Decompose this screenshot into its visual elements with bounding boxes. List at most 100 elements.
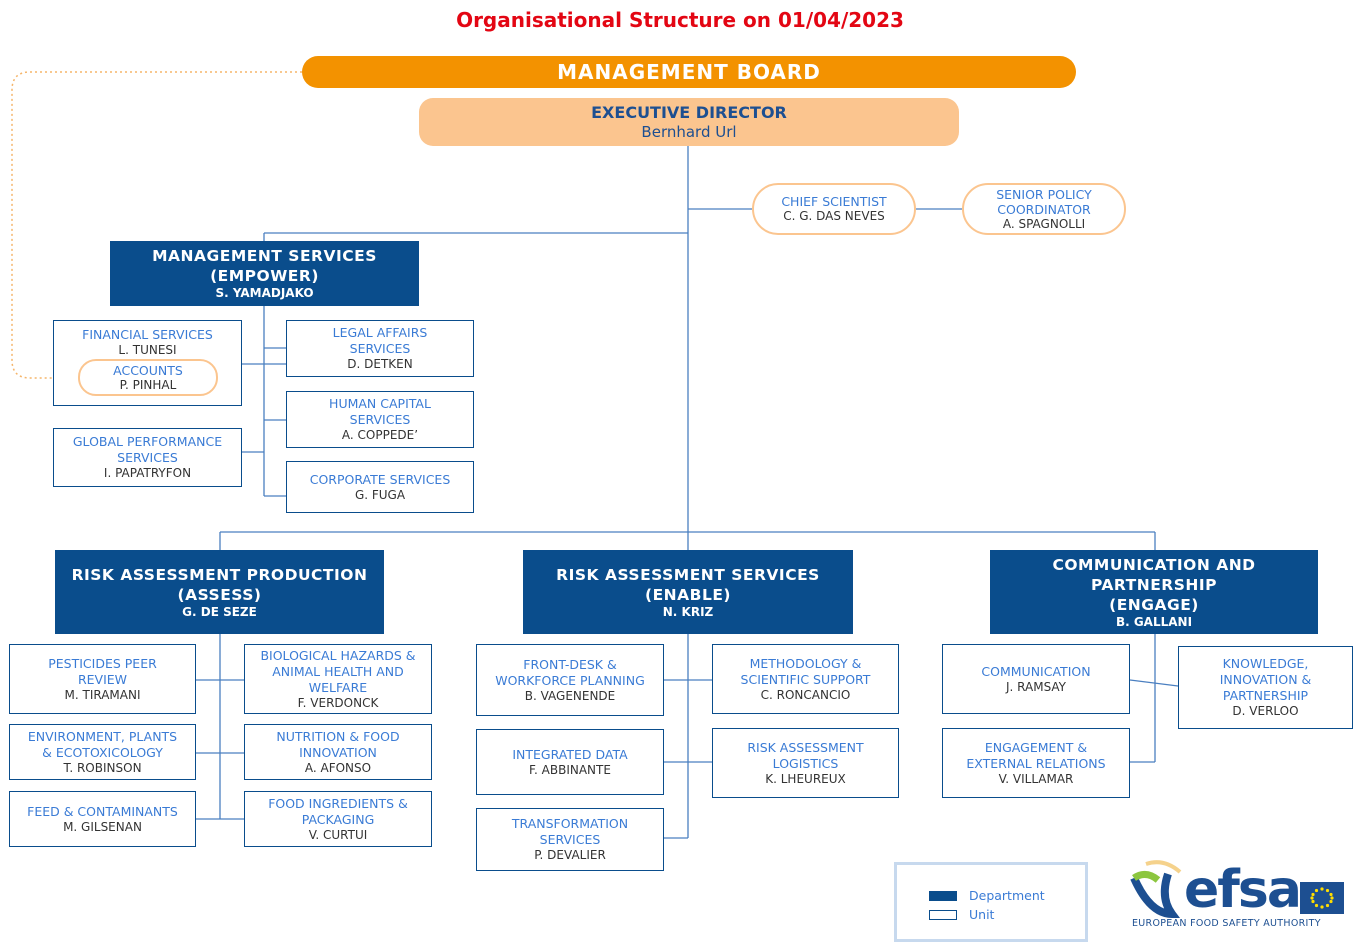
legend-department-label: Department <box>969 888 1045 903</box>
unit-title-1: ENGAGEMENT & <box>984 739 1088 755</box>
unit-title-1: RISK ASSESSMENT <box>747 739 864 755</box>
unit-title-2: SCIENTIFIC SUPPORT <box>740 671 871 687</box>
unit-head: P. DEVALIER <box>534 848 606 862</box>
unit-pesticides: PESTICIDES PEER REVIEW M. TIRAMANI <box>9 644 196 714</box>
department-title-2: (ASSESS) <box>177 585 262 604</box>
department-title-1: RISK ASSESSMENT PRODUCTION <box>71 565 368 584</box>
unit-head: F. ABBINANTE <box>529 762 611 777</box>
logo-wordmark: efsa <box>1184 860 1302 920</box>
executive-director-name: Bernhard Url <box>641 123 737 141</box>
department-title-1: MANAGEMENT SERVICES <box>152 247 377 265</box>
unit-ra-logistics: RISK ASSESSMENT LOGISTICS K. LHEUREUX <box>712 728 899 798</box>
unit-title-1: LEGAL AFFAIRS <box>332 325 428 340</box>
department-title-2: (EMPOWER) <box>210 267 319 285</box>
senior-policy-box: SENIOR POLICY COORDINATOR A. SPAGNOLLI <box>962 183 1126 235</box>
logo-mark-icon <box>1130 860 1182 919</box>
department-assess: RISK ASSESSMENT PRODUCTION (ASSESS) G. D… <box>55 550 384 634</box>
department-head: B. GALLANI <box>1115 614 1193 629</box>
unit-title-1: METHODOLOGY & <box>749 655 862 671</box>
page-title: Organisational Structure on 01/04/2023 <box>456 8 904 32</box>
unit-accounts: ACCOUNTS P. PINHAL <box>78 359 218 396</box>
unit-title-2: ANIMAL HEALTH AND <box>272 663 404 679</box>
unit-head: I. PAPATRYFON <box>103 466 192 480</box>
unit-title-2: PACKAGING <box>301 811 375 827</box>
department-title-3: (ENGAGE) <box>1109 595 1199 614</box>
unit-title-1: FRONT-DESK & <box>523 656 617 672</box>
senior-policy-name: A. SPAGNOLLI <box>1002 216 1086 231</box>
department-head: G. DE SEZE <box>182 604 257 619</box>
legend: Department Unit <box>894 862 1088 942</box>
unit-title-1: ENVIRONMENT, PLANTS <box>27 728 178 744</box>
eu-flag-icon <box>1300 882 1344 914</box>
efsa-logo: efsa EUROPEAN FOOD SAFETY AUTHORITY <box>1128 858 1350 937</box>
department-title-2: (ENABLE) <box>644 585 731 604</box>
unit-head: J. RAMSAY <box>1005 679 1067 694</box>
unit-nutrition: NUTRITION & FOOD INNOVATION A. AFONSO <box>244 724 432 780</box>
unit-head: P. PINHAL <box>119 377 177 392</box>
senior-policy-title-2: COORDINATOR <box>997 201 1091 217</box>
unit-legal-affairs: LEGAL AFFAIRS SERVICES D. DETKEN <box>286 320 474 377</box>
legend-unit-swatch <box>929 910 957 920</box>
executive-director-title: EXECUTIVE DIRECTOR <box>591 103 787 122</box>
department-title-2: PARTNERSHIP <box>1090 575 1217 594</box>
unit-feed: FEED & CONTAMINANTS M. GILSENAN <box>9 791 196 847</box>
unit-title-3: PARTNERSHIP <box>1222 688 1309 703</box>
department-engage: COMMUNICATION AND PARTNERSHIP (ENGAGE) B… <box>990 550 1318 634</box>
department-management-services: MANAGEMENT SERVICES (EMPOWER) S. YAMADJA… <box>110 241 419 306</box>
unit-head: B. VAGENENDE <box>524 688 616 703</box>
unit-title-1: KNOWLEDGE, <box>1222 656 1309 671</box>
unit-head: M. GILSENAN <box>63 819 142 834</box>
unit-title-1: HUMAN CAPITAL <box>329 396 431 411</box>
unit-head: A. COPPEDE’ <box>341 428 419 442</box>
unit-head: V. VILLAMAR <box>998 771 1074 786</box>
unit-head: C. RONCANCIO <box>760 687 851 702</box>
unit-title-2: SERVICES <box>349 341 411 356</box>
unit-head: A. AFONSO <box>304 760 372 775</box>
unit-human-capital: HUMAN CAPITAL SERVICES A. COPPEDE’ <box>286 391 474 448</box>
unit-title-2: SERVICES <box>349 412 411 427</box>
unit-transformation: TRANSFORMATION SERVICES P. DEVALIER <box>476 808 664 871</box>
unit-title-3: WELFARE <box>308 679 368 695</box>
unit-head: T. ROBINSON <box>63 760 142 775</box>
unit-title-1: FOOD INGREDIENTS & <box>268 795 408 811</box>
unit-title: INTEGRATED DATA <box>512 746 628 762</box>
chief-scientist-box: CHIEF SCIENTIST C. G. DAS NEVES <box>752 183 916 235</box>
unit-head: D. VERLOO <box>1232 704 1299 718</box>
unit-knowledge: KNOWLEDGE, INNOVATION & PARTNERSHIP D. V… <box>1178 646 1353 729</box>
unit-title: FEED & CONTAMINANTS <box>27 803 178 819</box>
unit-head: V. CURTUI <box>308 827 368 842</box>
department-title-1: RISK ASSESSMENT SERVICES <box>556 565 820 584</box>
unit-environment: ENVIRONMENT, PLANTS & ECOTOXICOLOGY T. R… <box>9 724 196 780</box>
unit-head: F. VERDONCK <box>297 695 379 710</box>
unit-communication: COMMUNICATION J. RAMSAY <box>942 644 1130 714</box>
senior-policy-title-1: SENIOR POLICY <box>996 186 1092 202</box>
unit-head: G. FUGA <box>354 487 406 502</box>
unit-title-2: & ECOTOXICOLOGY <box>42 744 163 760</box>
unit-title: COMMUNICATION <box>981 663 1091 679</box>
unit-head: K. LHEUREUX <box>765 771 846 786</box>
unit-title-1: NUTRITION & FOOD <box>276 728 400 744</box>
unit-title-1: PESTICIDES PEER <box>48 655 157 671</box>
unit-title: ACCOUNTS <box>113 362 183 378</box>
unit-title-2: SERVICES <box>539 832 601 847</box>
legend-department-swatch <box>929 891 957 901</box>
chief-scientist-title: CHIEF SCIENTIST <box>781 194 887 209</box>
unit-title-2: INNOVATION & <box>1219 672 1312 687</box>
unit-title-1: BIOLOGICAL HAZARDS & <box>260 647 416 663</box>
unit-engagement: ENGAGEMENT & EXTERNAL RELATIONS V. VILLA… <box>942 728 1130 798</box>
unit-title-2: EXTERNAL RELATIONS <box>966 755 1106 771</box>
logo-tagline: EUROPEAN FOOD SAFETY AUTHORITY <box>1132 918 1321 929</box>
management-board-box: MANAGEMENT BOARD <box>302 56 1076 88</box>
unit-global-performance: GLOBAL PERFORMANCE SERVICES I. PAPATRYFO… <box>53 428 242 487</box>
unit-methodology: METHODOLOGY & SCIENTIFIC SUPPORT C. RONC… <box>712 644 899 714</box>
legend-unit-label: Unit <box>969 907 995 922</box>
unit-title-2: INNOVATION <box>299 744 377 760</box>
unit-corporate-services: CORPORATE SERVICES G. FUGA <box>286 461 474 513</box>
unit-head: L. TUNESI <box>118 343 177 357</box>
unit-head: M. TIRAMANI <box>64 687 141 702</box>
department-head: S. YAMADJAKO <box>215 286 314 300</box>
unit-title: CORPORATE SERVICES <box>309 471 451 487</box>
unit-food-ingredients: FOOD INGREDIENTS & PACKAGING V. CURTUI <box>244 791 432 847</box>
executive-director-box: EXECUTIVE DIRECTOR Bernhard Url <box>419 98 959 146</box>
unit-integrated-data: INTEGRATED DATA F. ABBINANTE <box>476 729 664 795</box>
